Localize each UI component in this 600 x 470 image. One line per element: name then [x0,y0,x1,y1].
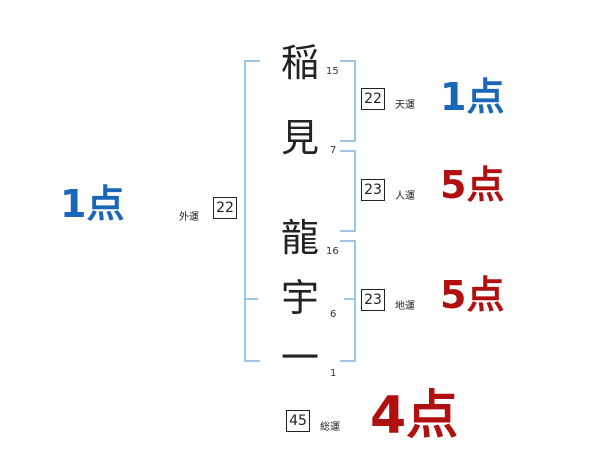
name-char: 龍 [280,216,319,260]
jinkaku-bracket [340,150,356,232]
chikaku-label: 地運 [395,301,415,312]
chikaku-value: 23 [361,289,385,311]
jinkaku-label: 人運 [395,191,415,202]
name-char: 見 [280,116,319,160]
stroke-count: 1 [330,368,337,379]
chikaku-bracket [340,240,356,362]
name-char: 稲 [280,41,319,85]
tenkaku-label: 天運 [395,100,415,111]
tenkaku-value: 22 [361,88,385,110]
chikaku-bracket-tick [344,298,354,300]
chikaku-score: 5点 [440,273,505,317]
tenkaku-bracket [340,60,356,142]
gaikaku-score: 1点 [60,182,125,226]
gaikaku-label: 外運 [179,212,199,223]
stroke-count: 16 [326,246,339,257]
stroke-count: 6 [330,309,337,320]
stroke-count: 15 [326,66,339,77]
tenkaku-score: 1点 [440,75,505,119]
name-char: 一 [280,336,319,380]
jinkaku-value: 23 [361,179,385,201]
outer-bracket [244,60,260,362]
name-char: 宇 [280,276,319,320]
outer-bracket-tick [246,298,258,300]
soukaku-score: 4点 [370,386,459,446]
jinkaku-score: 5点 [440,163,505,207]
soukaku-label: 総運 [320,422,340,433]
soukaku-value: 45 [286,410,310,432]
stroke-count: 7 [330,145,337,156]
gaikaku-value: 22 [213,197,237,219]
